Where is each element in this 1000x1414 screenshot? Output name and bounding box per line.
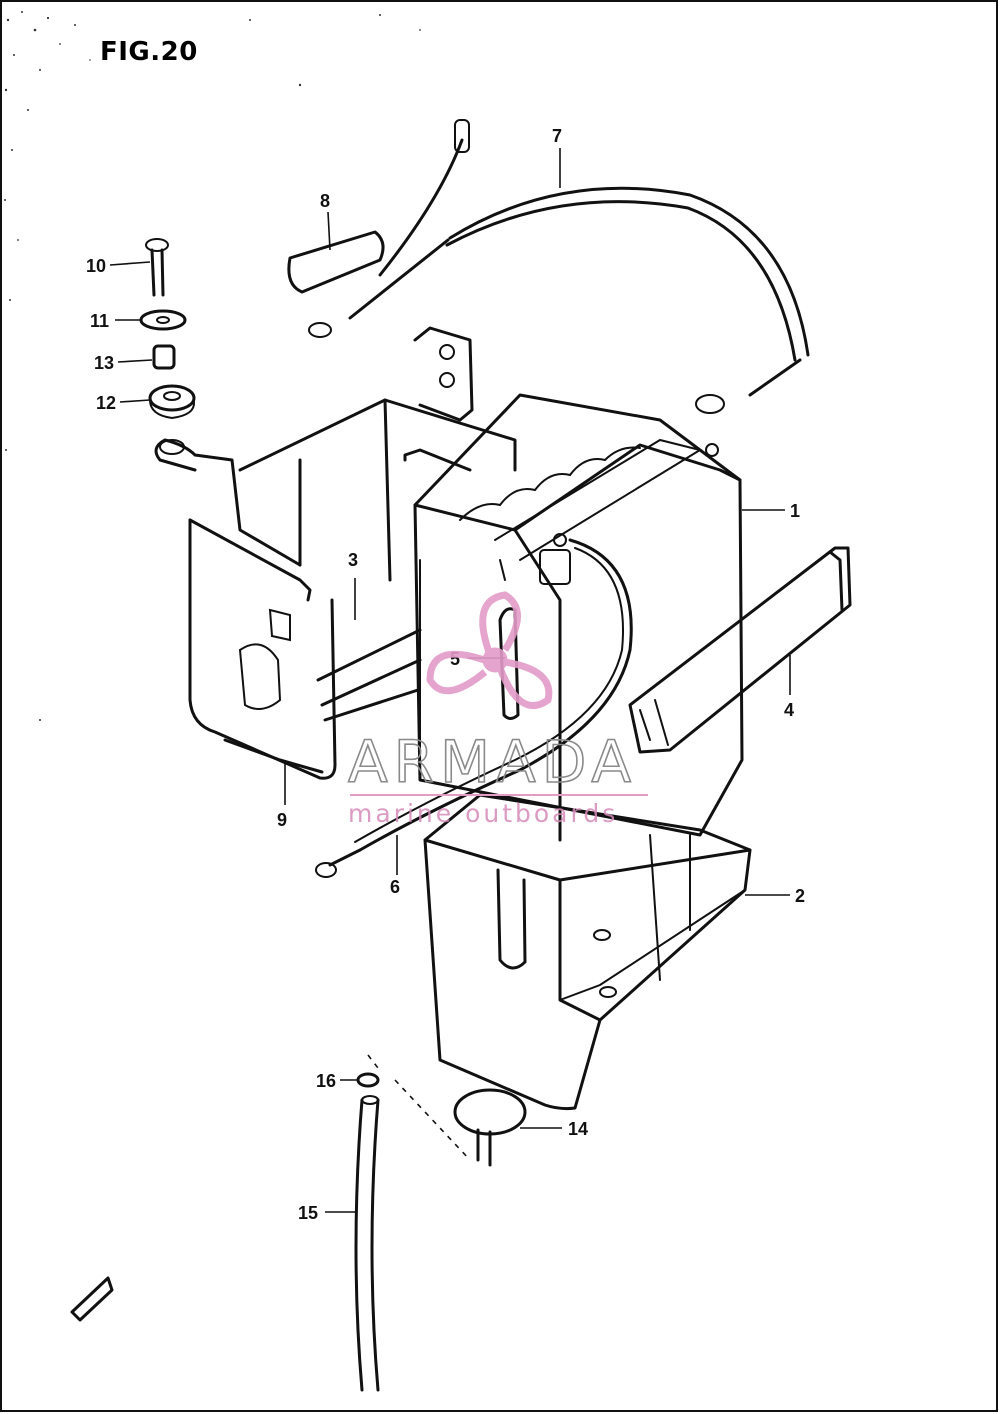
battery-case [423, 793, 752, 1111]
front-arrow-icon [70, 1276, 114, 1322]
watermark-brand: ARMADA [348, 728, 637, 796]
callout-3: 3 [348, 550, 358, 570]
positive-cable [308, 119, 810, 414]
drain-plug-14 [453, 1088, 527, 1167]
grommet-12 [148, 384, 196, 420]
callout-16: 16 [316, 1071, 336, 1091]
callout-9: 9 [277, 810, 287, 830]
callout-11: 11 [90, 311, 109, 331]
callout-5: 5 [450, 649, 460, 669]
breather-hose-15 [354, 1095, 380, 1392]
callout-15: 15 [298, 1203, 318, 1223]
battery-bracket [154, 326, 517, 780]
negative-cable [315, 538, 633, 878]
watermark-tagline: marine outboards [348, 799, 618, 828]
callout-2: 2 [795, 886, 805, 906]
callout-1: 1 [790, 501, 800, 521]
scan-noise [4, 11, 421, 721]
callout-6: 6 [390, 877, 400, 897]
callout-4: 4 [784, 700, 794, 720]
hose-clip-16 [356, 1072, 380, 1088]
collar-13 [152, 344, 176, 370]
callout-8: 8 [320, 191, 330, 211]
callout-12: 12 [96, 393, 116, 413]
callout-14: 14 [568, 1119, 588, 1139]
callout-13: 13 [94, 353, 114, 373]
callout-7: 7 [552, 126, 562, 146]
watermark: ARMADA marine outboards [347, 591, 648, 828]
battery-strap [628, 546, 852, 754]
figure-title: FIG.20 [100, 37, 198, 67]
leader-lines [109, 148, 791, 1213]
callout-10: 10 [86, 256, 106, 276]
bolt-10 [145, 238, 169, 297]
propeller-logo-icon [426, 591, 553, 709]
terminal-cover [287, 230, 385, 294]
washer-11 [139, 309, 187, 331]
assembly-line [367, 1054, 471, 1161]
